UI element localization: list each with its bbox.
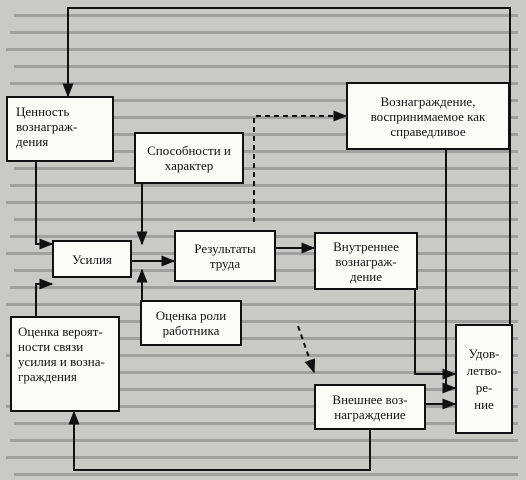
arrow-internal-to-satisfaction [414,290,457,380]
background-text-line [6,456,518,459]
probability-assessment-box: Оценка вероят- ности связи усилия и возн… [10,316,120,412]
reward-value-box: Ценность вознаграж- дения [6,96,114,162]
background-text-line [14,116,518,119]
arrow-value-to-effort [35,160,54,250]
dashed-results-to-external [297,325,316,374]
perceived-fair-reward-box: Вознаграждение, воспринимаемое как справ… [346,82,510,150]
background-text-line [10,31,518,34]
arrow-probability-to-effort [35,278,54,316]
feedback-line-top [62,7,511,400]
background-text-line [10,337,518,340]
background-text-line [6,354,518,357]
background-text-line [14,473,518,476]
satisfaction-box: Удов- летво- ре- ние [455,324,513,434]
background-text-line [14,65,518,68]
background-text-line [10,388,518,391]
external-reward-box: Внешнее воз- награждение [314,384,426,430]
background-text-line [14,320,518,323]
background-text-line [10,133,518,136]
feedback-line-bottom [68,410,371,471]
background-text-line [14,14,518,17]
background-text-line [10,184,518,187]
dashed-results-to-fair [253,110,348,222]
background-text-line [6,303,518,306]
background-text-line [10,82,518,85]
background-text-line [14,422,518,425]
arrow-fair-to-satisfaction [442,150,457,394]
background-text-line [10,439,518,442]
role-assessment-box: Оценка роли работника [140,300,242,346]
effort-box: Усилия [52,240,132,278]
abilities-box: Способности и характер [134,132,244,184]
background-text-line [10,286,518,289]
internal-reward-box: Внутреннее вознаграж- дение [314,232,418,290]
background-text-line [14,371,518,374]
results-box: Результаты труда [174,230,276,282]
background-text-line [14,167,518,170]
background-text-line [6,201,518,204]
background-text-line [14,218,518,221]
background-text-line [6,99,518,102]
background-text-line [6,150,518,153]
background-text-line [6,48,518,51]
background-text-line [6,405,518,408]
